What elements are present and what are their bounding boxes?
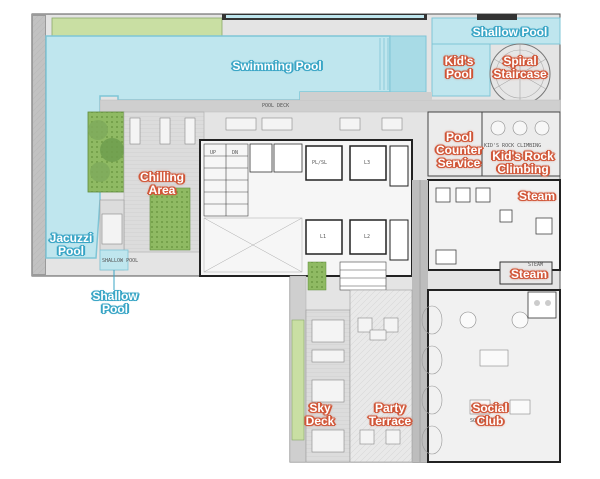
label-shallow-pool-top: Shallow Pool — [472, 25, 548, 39]
lift-l3-text: L3 — [364, 160, 371, 166]
label-pool-counter-service: Pool Counter Service — [436, 130, 482, 171]
steam-small-text: STEAM — [528, 262, 544, 268]
kids-pool — [431, 43, 491, 97]
lift-l2-text: L2 — [364, 234, 371, 240]
pool-counter-room — [427, 111, 483, 177]
label-steam-upper: Steam — [518, 189, 556, 203]
core-stair-left — [203, 143, 249, 217]
shallow-pool-top — [431, 17, 561, 45]
deck-loungers — [225, 117, 403, 131]
stair-dn-text: DN — [232, 150, 239, 156]
label-spiral-staircase: Spiral Staircase — [493, 54, 547, 82]
restroom-box — [527, 291, 557, 319]
social-club-small-text: SOCIAL CLUB — [470, 418, 504, 424]
lower-lawn-strip — [291, 319, 305, 441]
stair-up-text: UP — [210, 150, 217, 156]
core-stair-lower — [339, 261, 387, 291]
label-jacuzzi-pool: Jacuzzi Pool — [49, 231, 93, 259]
pool-steps — [379, 38, 389, 90]
pool-deck-text: POOL DECK — [262, 103, 290, 109]
rock-climbing-small-text: KID'S ROCK CLIMBING — [484, 143, 542, 149]
label-social-club: Social Club — [472, 401, 508, 429]
social-club-columns — [421, 305, 443, 455]
pool-overflow — [389, 35, 427, 93]
lift-l2 — [349, 219, 387, 255]
label-sky-deck: Sky Deck — [305, 401, 335, 429]
social-club — [427, 289, 561, 463]
lift-l1 — [305, 219, 343, 255]
label-chilling-area: Chilling Area — [140, 170, 184, 198]
label-kids-rock-climbing: Kid's Rock Climbing — [492, 149, 554, 177]
rock-climbing-tables — [490, 120, 550, 136]
party-terrace — [349, 289, 413, 463]
lift-l1-text: L1 — [320, 234, 327, 240]
steam-room-lower — [499, 261, 553, 285]
label-shallow-pool-bottom: Shallow Pool — [92, 289, 138, 317]
lift-pl-sl-text: PL/SL — [312, 160, 328, 166]
label-steam-lower: Steam — [510, 267, 548, 281]
label-kids-pool: Kid's Pool — [444, 54, 474, 82]
label-party-terrace: Party Terrace — [368, 401, 412, 429]
pool-deck — [99, 99, 561, 113]
chilling-lawn — [149, 187, 191, 251]
lift-l3 — [349, 145, 387, 181]
top-lawn-strip — [51, 17, 223, 37]
shallow-pool-small-text: SHALLOW POOL — [102, 258, 139, 264]
lift-pl-sl — [305, 145, 343, 181]
label-swimming-pool: Swimming Pool — [232, 59, 322, 73]
